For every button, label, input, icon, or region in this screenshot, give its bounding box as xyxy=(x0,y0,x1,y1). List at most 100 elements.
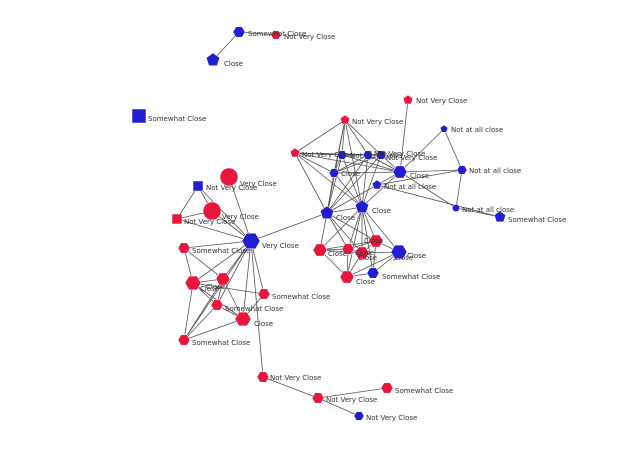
edge-n9-n13 xyxy=(250,240,265,295)
node-red-hexagon[interactable] xyxy=(177,242,191,254)
node-blue-pentagon[interactable] xyxy=(371,179,383,190)
node-label: Not at all close xyxy=(384,183,436,191)
node-label: Not Very Close xyxy=(350,152,401,160)
edge-layer xyxy=(176,31,501,417)
edge-n9-n34 xyxy=(250,212,328,242)
node-red-hexagon[interactable] xyxy=(234,311,252,327)
node-red-hexagon[interactable] xyxy=(177,334,191,346)
node-label: Somewhat Close xyxy=(382,273,440,281)
edge-n35-n40 xyxy=(361,206,400,253)
node-label: Close xyxy=(341,170,360,178)
node-red-circle[interactable] xyxy=(202,201,222,221)
edge-n32-n33 xyxy=(376,184,501,218)
edge-n35-n36 xyxy=(319,206,363,251)
node-red-hexagon[interactable] xyxy=(270,30,282,40)
edge-n9-n10 xyxy=(183,240,252,249)
node-red-pentagon[interactable] xyxy=(402,94,414,105)
node-label: Close xyxy=(394,254,413,262)
edge-n6-n8 xyxy=(176,185,199,220)
node-red-circle[interactable] xyxy=(219,167,239,187)
edge-n35-n29 xyxy=(361,154,369,208)
node-label: Close xyxy=(200,285,219,293)
edge-n9-n12 xyxy=(192,240,252,284)
node-blue-square[interactable] xyxy=(192,180,204,192)
edge-n35-n27 xyxy=(333,172,363,208)
node-red-hexagon[interactable] xyxy=(341,243,355,255)
node-red-hexagon[interactable] xyxy=(311,392,325,404)
node-label: Not at all close xyxy=(451,126,503,134)
node-red-hexagon[interactable] xyxy=(339,270,355,284)
node-blue-hexagon[interactable] xyxy=(232,26,246,38)
edge-n35-n28 xyxy=(341,154,363,208)
node-blue-pentagon[interactable] xyxy=(206,52,220,66)
edge-n34-n37 xyxy=(326,212,349,250)
edge-n6-n9 xyxy=(197,185,252,242)
node-label: Somewhat Close xyxy=(192,339,250,347)
node-blue-hexagon[interactable] xyxy=(241,232,261,250)
node-blue-pentagon[interactable] xyxy=(355,199,369,213)
edge-n1-n3 xyxy=(212,31,240,61)
node-label: Not Very Close xyxy=(284,33,335,41)
node-label: Close xyxy=(336,214,355,222)
node-layer xyxy=(131,26,506,421)
node-label: Somewhat Close xyxy=(192,247,250,255)
node-blue-hexagon[interactable] xyxy=(353,411,365,421)
node-blue-hexagon[interactable] xyxy=(375,150,387,160)
edge-n35-n42 xyxy=(361,206,374,274)
node-blue-hexagon[interactable] xyxy=(451,204,461,212)
node-red-hexagon[interactable] xyxy=(312,243,328,257)
edge-n17-n18 xyxy=(262,376,319,399)
node-label: Not Very Close xyxy=(374,150,425,158)
edge-n11-n16 xyxy=(183,278,224,341)
node-blue-hexagon[interactable] xyxy=(392,258,396,262)
node-label: Not Very Close xyxy=(206,184,257,192)
node-red-hexagon[interactable] xyxy=(380,382,394,394)
node-label: Not at all close xyxy=(462,206,514,214)
node-blue-square[interactable] xyxy=(131,108,147,124)
edge-n35-n41 xyxy=(346,206,363,278)
node-red-hexagon[interactable] xyxy=(257,288,271,300)
edge-n22-n27 xyxy=(294,152,335,174)
node-red-hexagon[interactable] xyxy=(256,371,270,383)
edge-n21-n27 xyxy=(333,119,346,174)
edge-n12-n16 xyxy=(183,282,194,341)
edge-n21-n22 xyxy=(294,119,346,154)
node-label: Close xyxy=(254,320,273,328)
node-label: Very Close xyxy=(262,242,299,250)
node-label: Somewhat Close xyxy=(508,216,566,224)
node-label: Close xyxy=(410,172,429,180)
node-blue-hexagon[interactable] xyxy=(390,244,408,260)
edge-n34-n30 xyxy=(326,154,382,214)
edge-n9-n16 xyxy=(183,240,252,341)
node-red-hexagon[interactable] xyxy=(184,275,202,291)
node-label: Not Very Close xyxy=(302,151,353,159)
node-blue-hexagon[interactable] xyxy=(328,168,340,178)
edge-n12-n13 xyxy=(192,282,265,295)
node-blue-pentagon[interactable] xyxy=(320,205,334,219)
node-blue-pentagon[interactable] xyxy=(439,124,449,133)
node-red-hexagon[interactable] xyxy=(215,272,231,286)
edge-n34-n28 xyxy=(326,154,343,214)
node-label: Close xyxy=(328,250,347,258)
node-blue-pentagon[interactable] xyxy=(494,210,506,223)
node-red-hexagon[interactable] xyxy=(210,299,224,311)
node-blue-hexagon[interactable] xyxy=(456,165,468,175)
edge-n21-n30 xyxy=(344,119,382,156)
node-red-square[interactable] xyxy=(171,213,183,225)
node-red-pentagon[interactable] xyxy=(289,147,301,158)
node-blue-hexagon[interactable] xyxy=(336,150,348,160)
node-red-hexagon[interactable] xyxy=(368,234,384,248)
node-label: Somewhat Close xyxy=(148,115,206,123)
node-blue-hexagon[interactable] xyxy=(392,165,408,179)
node-blue-hexagon[interactable] xyxy=(366,267,380,279)
node-label: Not Very Close xyxy=(366,414,417,422)
node-blue-hexagon[interactable] xyxy=(362,150,374,160)
edge-n27-n31 xyxy=(333,171,401,174)
node-label: Close xyxy=(206,283,225,291)
node-red-pentagon[interactable] xyxy=(339,114,351,125)
node-red-hexagon[interactable] xyxy=(354,246,370,260)
node-label: Close xyxy=(358,254,377,262)
